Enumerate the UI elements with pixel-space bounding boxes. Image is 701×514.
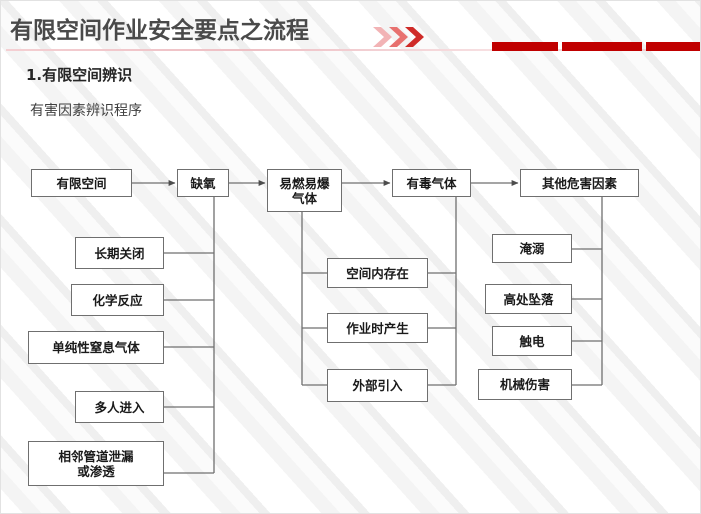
- header-divider-rule: [6, 49, 696, 51]
- node-external-introduction[interactable]: 外部引入: [327, 369, 428, 402]
- node-other-hazards[interactable]: 其他危害因素: [520, 169, 639, 197]
- node-fall-from-height[interactable]: 高处坠落: [485, 284, 572, 314]
- node-electric-shock[interactable]: 触电: [492, 326, 572, 356]
- triple-chevron-right-icon: [373, 27, 424, 47]
- node-adjacent-pipe-leak[interactable]: 相邻管道泄漏 或渗透: [28, 441, 164, 486]
- node-exists-in-space[interactable]: 空间内存在: [327, 258, 428, 288]
- node-flammable-gas[interactable]: 易燃易爆 气体: [267, 169, 342, 212]
- slide-header: 有限空间作业安全要点之流程: [1, 1, 700, 53]
- header-accent-bar-2: [562, 42, 642, 51]
- node-chemical-reaction[interactable]: 化学反应: [71, 284, 164, 316]
- node-toxic-gas[interactable]: 有毒气体: [392, 169, 471, 197]
- header-accent-bar-1: [492, 42, 558, 51]
- header-accent-bar-3: [646, 42, 700, 51]
- page-title: 有限空间作业安全要点之流程: [10, 18, 309, 44]
- node-oxygen-deficiency[interactable]: 缺氧: [177, 169, 229, 197]
- node-long-term-closed[interactable]: 长期关闭: [75, 237, 164, 269]
- section-subtitle: 有害因素辨识程序: [30, 103, 142, 119]
- node-generated-during-work[interactable]: 作业时产生: [327, 313, 428, 343]
- node-mechanical-injury[interactable]: 机械伤害: [478, 369, 572, 400]
- section-number-title: 1.有限空间辨识: [26, 66, 133, 84]
- node-confined-space[interactable]: 有限空间: [31, 169, 132, 197]
- node-simple-asphyxiant[interactable]: 单纯性窒息气体: [28, 331, 164, 364]
- node-drowning[interactable]: 淹溺: [492, 234, 572, 263]
- node-multiple-entry[interactable]: 多人进入: [75, 391, 164, 423]
